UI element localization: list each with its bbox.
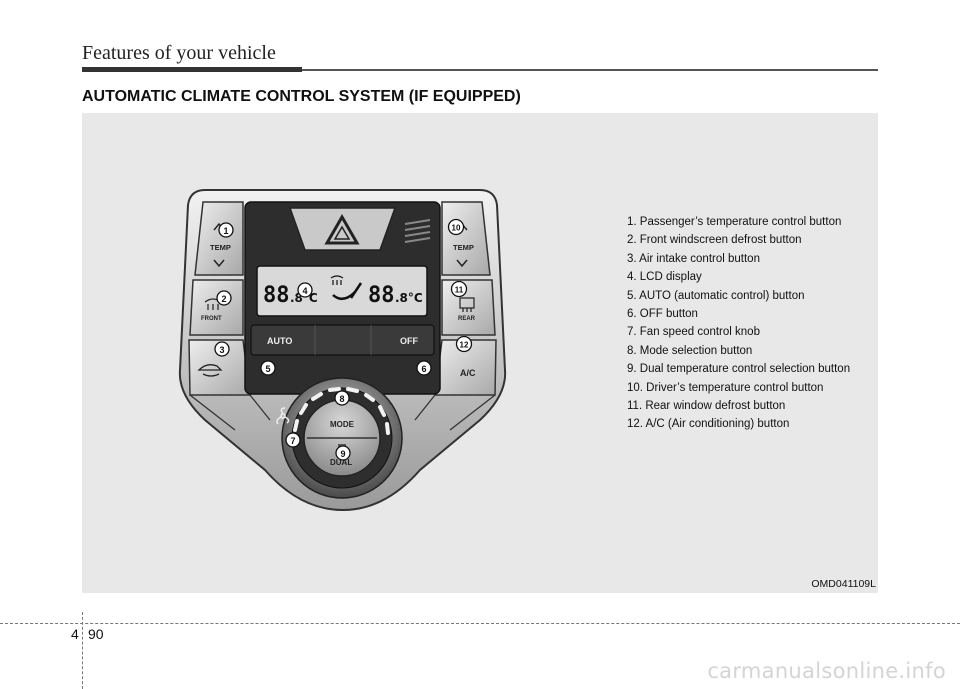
right-temp-down-icon bbox=[456, 259, 468, 268]
fan-icon bbox=[276, 407, 290, 425]
svg-text:2: 2 bbox=[221, 294, 226, 304]
lcd-defrost-icon bbox=[330, 275, 344, 285]
right-temp-button-shape bbox=[441, 201, 491, 276]
callout-2: 2 bbox=[216, 290, 232, 306]
lcd-right-temp-small: .8°C bbox=[395, 291, 423, 305]
left-temp-label: TEMP bbox=[210, 243, 231, 252]
legend-item: 10. Driver’s temperature control button bbox=[627, 381, 824, 394]
legend-item: 5. AUTO (automatic control) button bbox=[627, 289, 805, 302]
footer-dashed-rule bbox=[0, 623, 960, 624]
climate-control-figure: 88 .8°C 88 .8°C AUTO OFF TEMP TEMP bbox=[82, 113, 878, 593]
callout-10: 10 bbox=[447, 218, 465, 236]
figure-code: OMD041109L bbox=[811, 578, 876, 590]
front-label: FRONT bbox=[201, 316, 222, 322]
legend-item: 6. OFF button bbox=[627, 308, 698, 321]
legend-item: 7. Fan speed control knob bbox=[627, 326, 760, 339]
callout-1: 1 bbox=[218, 222, 234, 238]
legend-item: 4. LCD display bbox=[627, 271, 702, 284]
callout-11: 11 bbox=[450, 280, 468, 298]
legend-item: 8. Mode selection button bbox=[627, 344, 753, 357]
callout-9: 9 bbox=[335, 445, 351, 461]
callout-12: 12 bbox=[455, 335, 473, 353]
page-number: 90 bbox=[88, 626, 104, 642]
auto-off-bar bbox=[250, 324, 435, 356]
svg-text:6: 6 bbox=[421, 364, 426, 374]
lcd-right-temp: 88 bbox=[368, 283, 395, 308]
legend-item: 3. Air intake control button bbox=[627, 252, 760, 265]
watermark: carmanualsonline.info bbox=[707, 659, 946, 683]
rear-label: REAR bbox=[458, 316, 476, 322]
footer-dashed-divider bbox=[82, 612, 83, 689]
callout-5: 5 bbox=[260, 360, 276, 376]
air-intake-icon bbox=[197, 364, 223, 377]
auto-label: AUTO bbox=[267, 336, 292, 346]
svg-text:7: 7 bbox=[290, 436, 295, 446]
ac-label: A/C bbox=[460, 368, 476, 378]
svg-text:10: 10 bbox=[452, 224, 461, 233]
svg-text:8: 8 bbox=[339, 394, 344, 404]
legend-item: 11. Rear window defrost button bbox=[627, 400, 786, 413]
callout-8: 8 bbox=[334, 390, 350, 406]
svg-text:4: 4 bbox=[302, 286, 307, 296]
legend-item: 2. Front windscreen defrost button bbox=[627, 234, 802, 247]
hazard-icon bbox=[324, 213, 360, 245]
lcd-airflow-icon bbox=[332, 282, 363, 301]
off-label: OFF bbox=[400, 336, 418, 346]
legend-item: 1. Passenger’s temperature control butto… bbox=[627, 216, 842, 228]
chapter-number: 4 bbox=[71, 626, 79, 642]
rear-defrost-icon bbox=[459, 297, 475, 312]
svg-text:3: 3 bbox=[219, 345, 224, 355]
left-front-button-shape bbox=[189, 279, 244, 336]
callout-6: 6 bbox=[416, 360, 432, 376]
callout-7: 7 bbox=[285, 432, 301, 448]
section-title: AUTOMATIC CLIMATE CONTROL SYSTEM (IF EQU… bbox=[82, 88, 521, 105]
left-temp-down-icon bbox=[213, 259, 225, 268]
svg-text:11: 11 bbox=[455, 286, 464, 295]
header-rule-thick bbox=[82, 67, 302, 72]
fan-level-dashes bbox=[293, 387, 390, 435]
svg-text:9: 9 bbox=[340, 449, 345, 459]
svg-text:5: 5 bbox=[265, 364, 270, 374]
mode-label: MODE bbox=[330, 420, 355, 429]
callout-legend: 1. Passenger’s temperature control butto… bbox=[627, 213, 850, 434]
left-temp-button-shape bbox=[194, 201, 244, 276]
svg-text:12: 12 bbox=[460, 341, 469, 350]
lcd-display-shape bbox=[256, 265, 428, 317]
dual-label: DUAL bbox=[330, 458, 352, 467]
callout-3: 3 bbox=[214, 341, 230, 357]
legend-item: 12. A/C (Air conditioning) button bbox=[627, 418, 790, 431]
callout-4: 4 bbox=[297, 282, 313, 298]
header-rule-thin bbox=[302, 69, 878, 71]
climate-panel-illustration: 88 .8°C 88 .8°C AUTO OFF TEMP TEMP bbox=[178, 189, 507, 512]
legend-item: 9. Dual temperature control selection bu… bbox=[627, 363, 851, 376]
vent-slits bbox=[404, 219, 431, 243]
svg-text:1: 1 bbox=[223, 226, 228, 236]
right-temp-label: TEMP bbox=[453, 243, 474, 252]
lcd-left-temp: 88 bbox=[263, 283, 290, 308]
page-header-title: Features of your vehicle bbox=[82, 42, 276, 64]
